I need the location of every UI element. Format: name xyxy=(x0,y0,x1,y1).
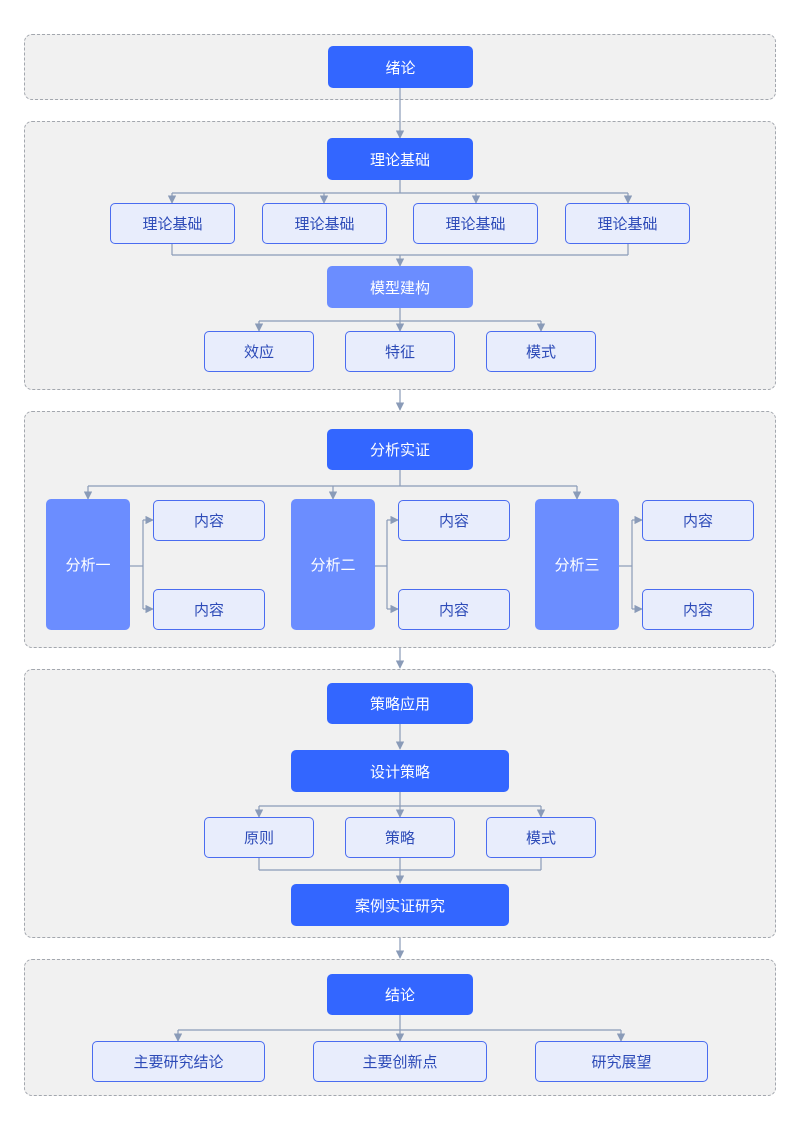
node-introduction: 绪论 xyxy=(328,46,473,88)
node-analysis-3-content-1: 内容 xyxy=(642,500,754,541)
node-analysis-2-content-2: 内容 xyxy=(398,589,510,630)
node-analysis-2: 分析二 xyxy=(291,499,375,630)
node-strategy-main: 策略应用 xyxy=(327,683,473,724)
node-theory-item-1: 理论基础 xyxy=(110,203,235,244)
node-strategy-principle: 原则 xyxy=(204,817,314,858)
node-theory-item-2: 理论基础 xyxy=(262,203,387,244)
node-main-innovations: 主要创新点 xyxy=(313,1041,487,1082)
node-main-findings: 主要研究结论 xyxy=(92,1041,265,1082)
node-analysis-3: 分析三 xyxy=(535,499,619,630)
node-conclusion-main: 结论 xyxy=(327,974,473,1015)
node-case-study: 案例实证研究 xyxy=(291,884,509,926)
node-model-effect: 效应 xyxy=(204,331,314,372)
node-theory-item-4: 理论基础 xyxy=(565,203,690,244)
node-model-construction: 模型建构 xyxy=(327,266,473,308)
node-analysis-2-content-1: 内容 xyxy=(398,500,510,541)
node-research-outlook: 研究展望 xyxy=(535,1041,708,1082)
node-analysis-1-content-1: 内容 xyxy=(153,500,265,541)
node-model-feature: 特征 xyxy=(345,331,455,372)
node-model-pattern: 模式 xyxy=(486,331,596,372)
node-design-strategy: 设计策略 xyxy=(291,750,509,792)
node-analysis-1-content-2: 内容 xyxy=(153,589,265,630)
node-analysis-main: 分析实证 xyxy=(327,429,473,470)
node-strategy-strategy: 策略 xyxy=(345,817,455,858)
node-analysis-1: 分析一 xyxy=(46,499,130,630)
node-analysis-3-content-2: 内容 xyxy=(642,589,754,630)
node-theory-item-3: 理论基础 xyxy=(413,203,538,244)
node-strategy-pattern: 模式 xyxy=(486,817,596,858)
node-theory-main: 理论基础 xyxy=(327,138,473,180)
